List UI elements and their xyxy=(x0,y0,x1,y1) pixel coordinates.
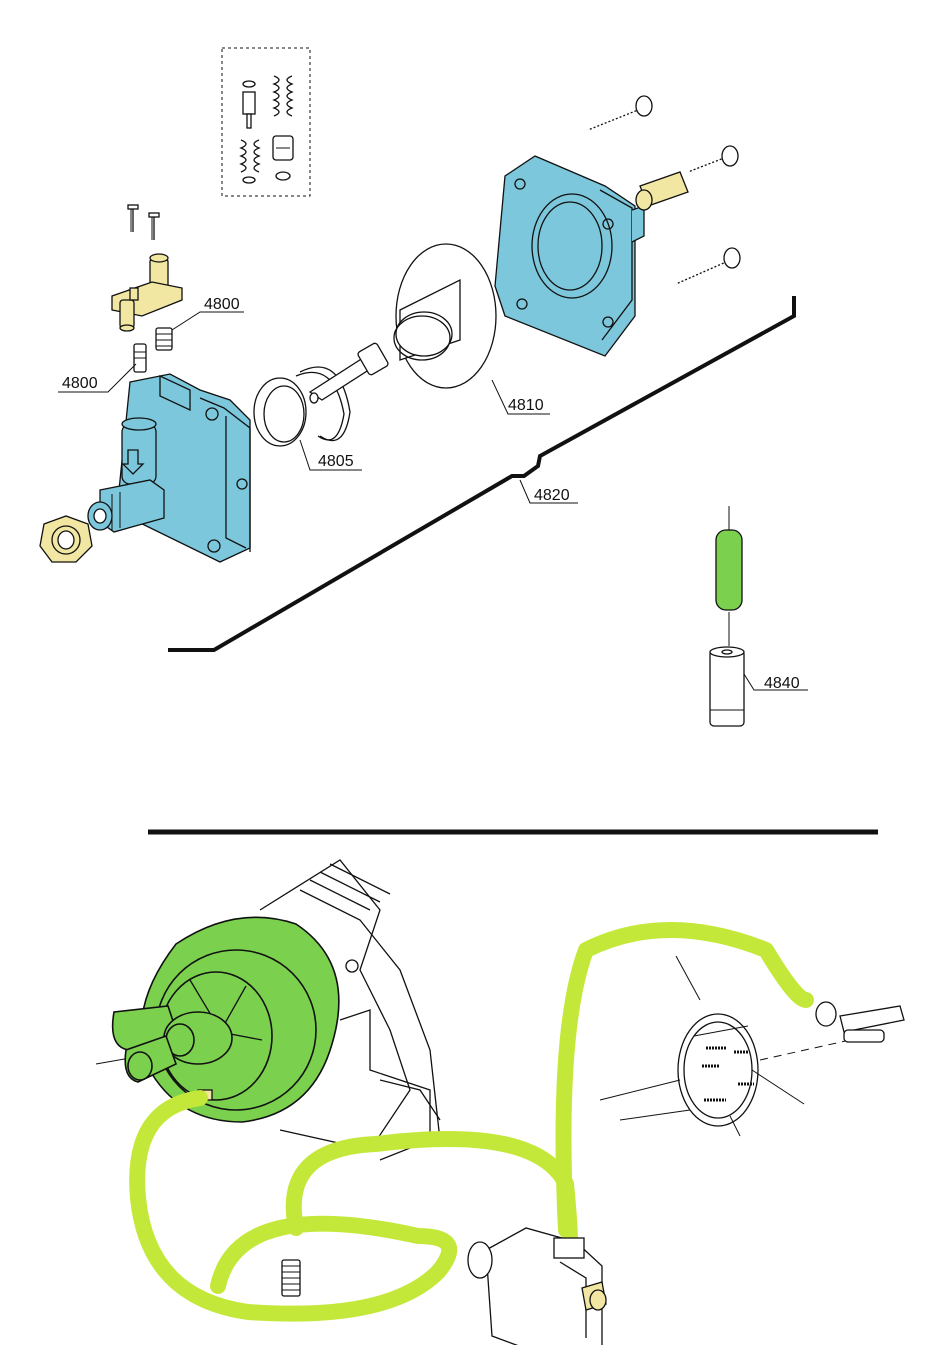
callout-4800-lower: 4800 xyxy=(62,375,98,392)
heater-element-icon xyxy=(599,955,851,1137)
piston-shaft-icon xyxy=(308,342,389,404)
callout-4820: 4820 xyxy=(534,487,570,504)
brass-head-fitting-icon xyxy=(111,253,183,332)
check-valve-icon xyxy=(155,327,173,351)
flange-plate-icon xyxy=(494,155,645,357)
hose-sleeve-icon xyxy=(709,506,745,727)
kit-box xyxy=(221,47,311,197)
screw-icon xyxy=(587,95,653,132)
filter-icon xyxy=(281,1259,301,1297)
callout-4805: 4805 xyxy=(318,453,354,470)
check-valve-icon xyxy=(133,343,147,373)
diaphragm-icon xyxy=(393,243,497,389)
valve-seat-icon xyxy=(272,135,294,161)
callout-4840: 4840 xyxy=(764,675,800,692)
hose-clamp-icon xyxy=(815,1001,905,1043)
screw-icon xyxy=(127,204,139,232)
leader-lines xyxy=(58,311,808,691)
screw-icon xyxy=(148,212,160,240)
drain-pump-icon xyxy=(111,916,340,1123)
callout-4800-upper: 4800 xyxy=(204,296,240,313)
brass-connector-icon xyxy=(635,145,739,211)
hex-nut-icon xyxy=(39,515,93,563)
washer-icon xyxy=(242,171,291,184)
pump-unit-icon xyxy=(467,1227,607,1345)
o-ring-icon xyxy=(253,377,307,447)
callout-4810: 4810 xyxy=(508,397,544,414)
valve-icon xyxy=(242,91,256,129)
snap-ring-icon xyxy=(295,366,351,442)
screw-icon xyxy=(675,247,741,286)
pump-housing-icon xyxy=(87,373,251,563)
spring-icon xyxy=(239,139,261,173)
washer-icon xyxy=(242,80,256,88)
assembly-bracket-line xyxy=(168,296,796,652)
hose-lines xyxy=(129,922,814,1322)
spring-icon xyxy=(272,75,294,117)
